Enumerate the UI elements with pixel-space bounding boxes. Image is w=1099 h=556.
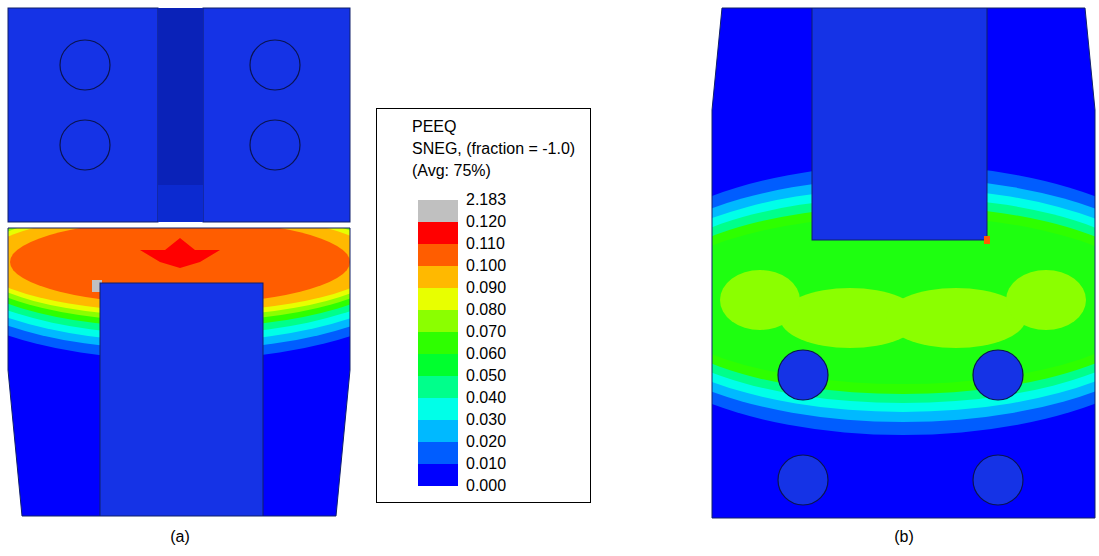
legend-swatch: [418, 310, 458, 332]
legend-value: 0.050: [466, 367, 506, 385]
legend-value: 0.110: [466, 235, 505, 253]
legend-value: 0.060: [466, 345, 506, 363]
legend-swatch: [418, 442, 458, 464]
legend-swatch: [418, 464, 458, 486]
legend-swatch: [418, 222, 458, 244]
legend-swatch: [418, 354, 458, 376]
panel-label: (b): [894, 528, 914, 546]
legend-value: 0.090: [466, 279, 506, 297]
legend-value: 0.120: [466, 213, 506, 231]
legend-swatch: [418, 376, 458, 398]
legend-value: 0.040: [466, 389, 506, 407]
legend-swatch: [418, 332, 458, 354]
legend-subtitle: SNEG, (fraction = -1.0): [412, 140, 575, 158]
legend-value: 0.000: [466, 477, 506, 495]
plate-b-contours: [603, 0, 1099, 530]
legend-value: 0.080: [466, 301, 506, 319]
legend-title: PEEQ: [412, 118, 456, 136]
legend-swatch: [418, 420, 458, 442]
legend-value: 0.070: [466, 323, 506, 341]
legend-swatch: [418, 200, 458, 222]
legend-value: 0.100: [466, 257, 506, 275]
legend-swatch: [418, 398, 458, 420]
plate-a-contours: [0, 164, 440, 523]
legend-value: 0.020: [466, 433, 506, 451]
panel-label: (a): [170, 528, 190, 546]
legend-swatch: [418, 288, 458, 310]
legend-value: 2.183: [466, 191, 506, 209]
legend-value: 0.030: [466, 411, 506, 429]
legend-subtitle: (Avg: 75%): [412, 162, 491, 180]
legend-value: 0.010: [466, 455, 506, 473]
legend-swatch: [418, 244, 458, 266]
legend-bar-outline: [418, 200, 458, 486]
legend-swatch: [418, 266, 458, 288]
top-plates: [8, 8, 350, 222]
